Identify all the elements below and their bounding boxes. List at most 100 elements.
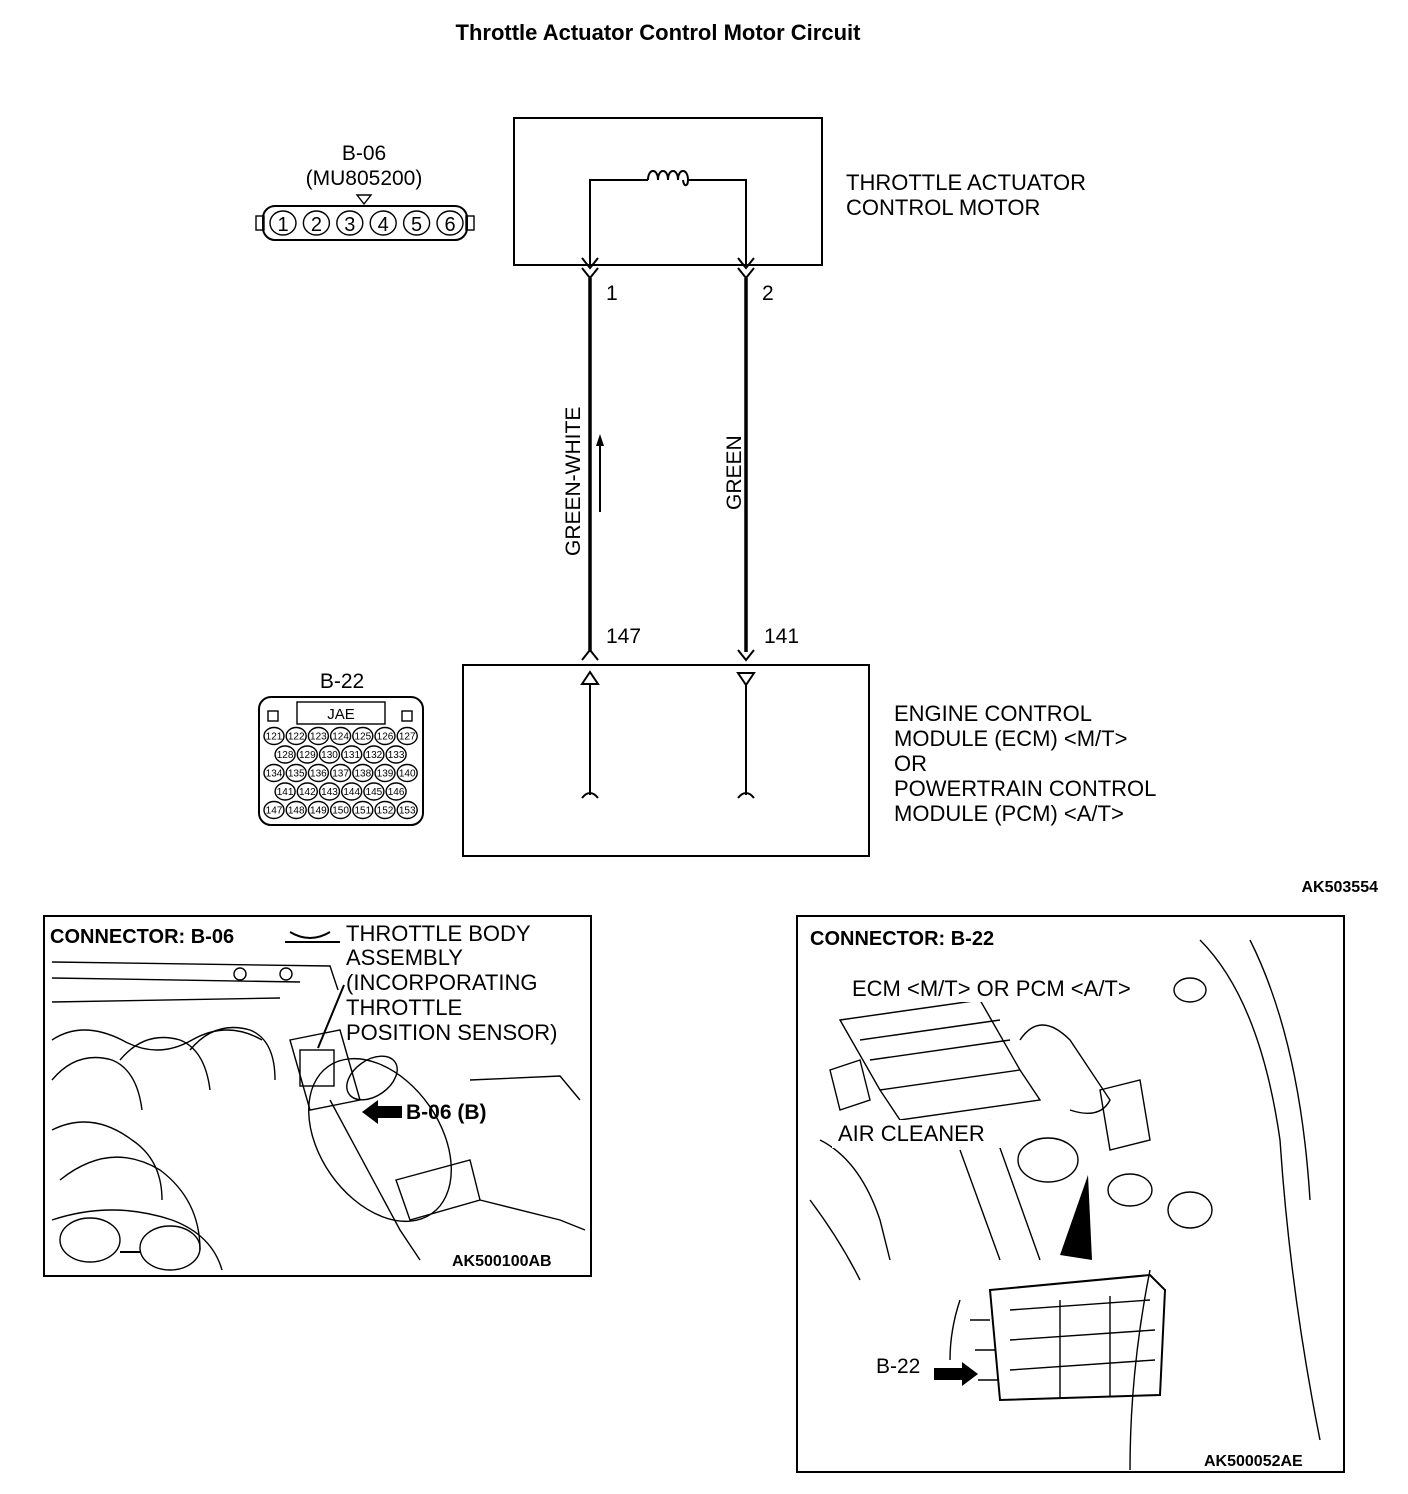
ecm-input-triangle-icon (580, 670, 600, 685)
connector-b22-pin (363, 745, 385, 764)
photo-panel-b22: CONNECTOR: B-22 ECM <M/T> OR PCM <A/T> A… (796, 915, 1345, 1473)
connector-b22-pin-number: 129 (299, 750, 316, 761)
motor-terminal-2-label: 2 (762, 282, 774, 305)
photo-panel-b06: CONNECTOR: B-06 THROTTLE BODY ASSEMBLY (… (43, 915, 592, 1277)
connector-b22-pin-number: 144 (343, 787, 360, 798)
connector-b06-pin-number: 1 (277, 214, 288, 236)
connector-b06-pin-number: 3 (344, 214, 355, 236)
connector-b22-pin-number: 125 (354, 732, 371, 743)
connector-b22-pin-number: 128 (277, 750, 294, 761)
connector-b22-pin (296, 745, 318, 764)
connector-b06-pin-number: 4 (378, 214, 389, 236)
connector-b22-pin-number: 127 (399, 732, 416, 743)
connector-b22-pin-number: 132 (366, 750, 383, 761)
diagram-title: Throttle Actuator Control Motor Circuit (456, 20, 862, 45)
photo-panel-b22-heading: CONNECTOR: B-22 (810, 928, 994, 950)
connector-b22-pin (341, 782, 363, 801)
connector-b22-pin (352, 800, 374, 820)
connector-b22-pin (285, 763, 307, 783)
connector-b22-pin (307, 800, 330, 820)
connector-b22-pin (274, 782, 296, 801)
diagram-ref: AK503554 (1302, 879, 1379, 896)
connector-b22-pin (396, 800, 418, 820)
connector-b22-pin-number: 143 (321, 787, 338, 798)
wire-green-label: GREEN (723, 435, 746, 510)
connector-b06-pin-number: 6 (444, 214, 455, 236)
connector-b22-label: B-22 (320, 670, 364, 693)
connector-b22-pin (385, 782, 407, 801)
throttle-body-callout-line4: THROTTLE (346, 995, 462, 1020)
connector-b22-pin-number: 126 (377, 732, 394, 743)
connector-b22-pin-number: 124 (332, 732, 349, 743)
throttle-body-callout-line2: ASSEMBLY (346, 945, 463, 970)
ecm-box (462, 664, 870, 857)
connector-b22-pin-number: 138 (354, 769, 371, 780)
connector-b22-pin-number: 152 (377, 806, 394, 817)
connector-b22-pin (352, 763, 374, 783)
connector-b06-pin (269, 210, 297, 236)
connector-b22-pin-number: 136 (310, 769, 327, 780)
connector-b06-housing (262, 205, 468, 241)
motor-terminal-1-label: 1 (606, 282, 618, 305)
connector-b22-housing (258, 696, 424, 826)
connector-b06-label: B-06 (342, 142, 386, 165)
connector-b22-pin-number: 133 (388, 750, 405, 761)
connector-b22-pin (307, 763, 330, 783)
connector-b22-pin (263, 800, 285, 820)
connector-b22-pin (385, 745, 407, 764)
photo-panel-b06-ref: AK500100AB (452, 1253, 552, 1270)
connector-b22-pin-number: 123 (310, 732, 327, 743)
connector-b22-pin (352, 726, 374, 746)
connector-b22-pin-number: 131 (343, 750, 360, 761)
connector-b22-pin (329, 763, 352, 783)
connector-b22-pin-number: 130 (321, 750, 338, 761)
ecm-location-label: ECM <M/T> OR PCM <A/T> (852, 976, 1131, 1001)
ecm-internal-ground-icon (581, 792, 599, 799)
connector-b22-pin-number: 137 (332, 769, 349, 780)
ecm-terminal-147-label: 147 (606, 625, 641, 648)
motor-name-line1: THROTTLE ACTUATOR (846, 170, 1086, 195)
connector-b22-pin (263, 726, 285, 746)
throttle-body-callout-line5: POSITION SENSOR) (346, 1020, 557, 1045)
connector-b22-pin-number: 121 (266, 732, 283, 743)
photo-panel-b06-frame (43, 915, 592, 1277)
connector-b22-maker: JAE (327, 706, 355, 723)
connector-b22-pin-number: 135 (288, 769, 305, 780)
wire-green-white-label: GREEN-WHITE (562, 407, 585, 556)
connector-b22-pin (374, 800, 396, 820)
b22-pointer-arrow-icon (934, 1362, 978, 1386)
b22-pointer-label: B-22 (876, 1355, 920, 1378)
motor-coil-icon (647, 170, 690, 187)
ecm-name-line5: MODULE (PCM) <A/T> (894, 801, 1124, 826)
connector-b22-pin-number: 151 (354, 806, 371, 817)
connector-b22-pin (274, 745, 296, 764)
connector-b06-part-number: (MU805200) (306, 167, 423, 190)
connector-b22-pin (263, 763, 285, 783)
photo-panel-b22-ref: AK500052AE (1204, 1453, 1303, 1470)
ecm-name-line2: MODULE (ECM) <M/T> (894, 726, 1127, 751)
callout-leader-line (317, 984, 345, 1049)
connector-b22-pin (329, 800, 352, 820)
connector-b22-pin-number: 150 (332, 806, 349, 817)
ecm-output-triangle-icon (736, 672, 756, 687)
connector-b22-pin (363, 782, 385, 801)
ecm-terminal-147-chevron-icon (581, 648, 599, 661)
connector-b22-pin-number: 142 (299, 787, 316, 798)
connector-b22-pin (396, 763, 418, 783)
photo-panel-b06-heading: CONNECTOR: B-06 (50, 926, 234, 948)
ecm-name-line1: ENGINE CONTROL (894, 701, 1092, 726)
motor-name-line2: CONTROL MOTOR (846, 195, 1040, 220)
connector-b22-pin (285, 800, 307, 820)
connector-b22-pin (307, 726, 330, 746)
motor-terminal-2-chevron-icon (737, 257, 755, 270)
ecm-name-line3: OR (894, 751, 927, 776)
ecm-internal-ground-icon (737, 792, 755, 799)
motor-terminal-1-chevron-icon (581, 257, 599, 270)
connector-b22-pin (329, 726, 352, 746)
connector-b22-pin-number: 139 (377, 769, 394, 780)
throttle-body-callout-line1: THROTTLE BODY (346, 921, 531, 946)
connector-b22-pin-number: 148 (288, 806, 305, 817)
